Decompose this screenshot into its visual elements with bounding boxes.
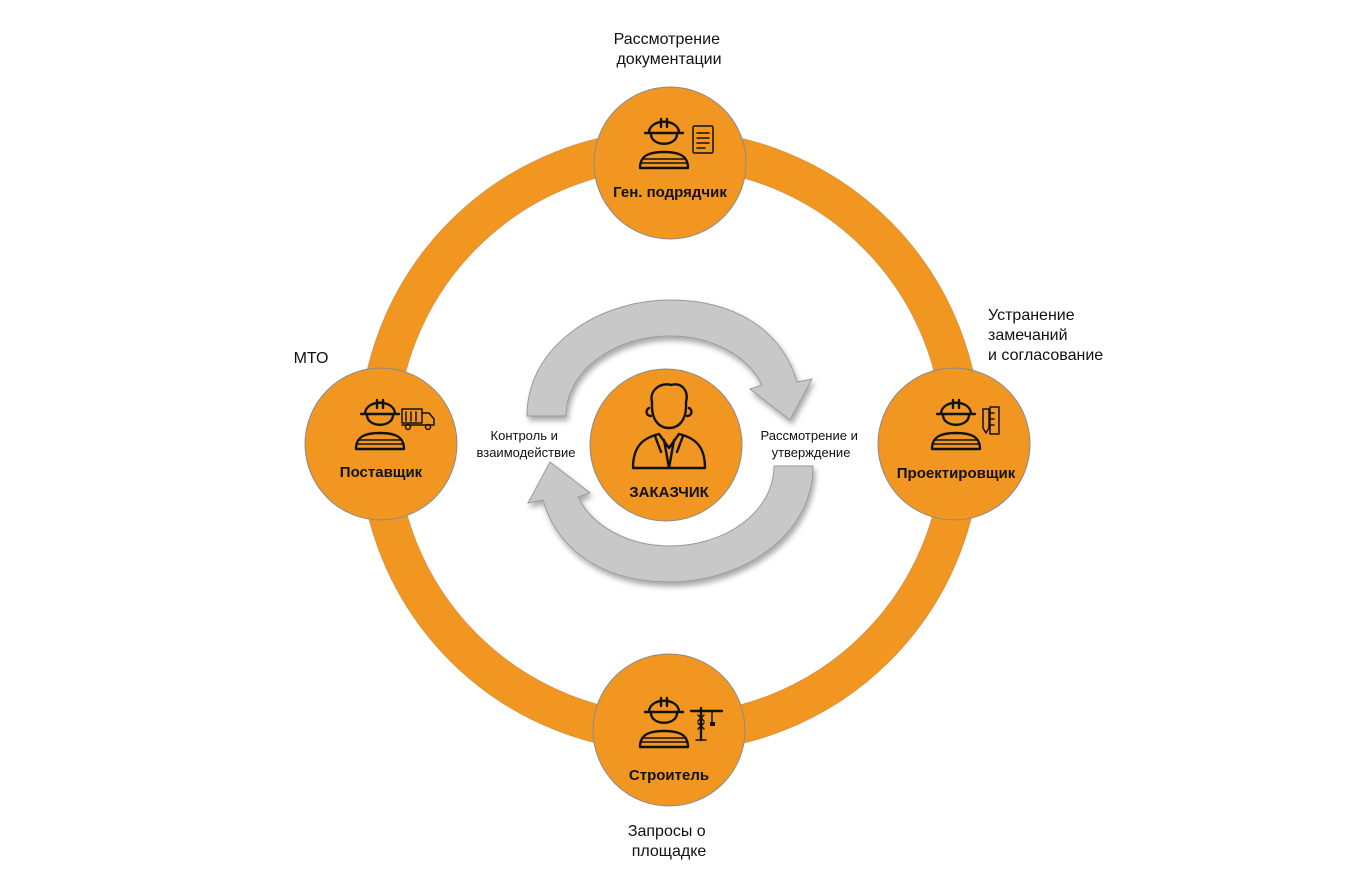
review-caption-line-1: Рассмотрение и xyxy=(761,428,858,443)
general-contractor-label: Ген. подрядчик xyxy=(613,184,727,201)
review-approval-caption: Рассмотрение и утверждение xyxy=(761,428,862,460)
remarks-approval-caption: Устранение замечаний и согласование xyxy=(988,307,1103,364)
builder-label: Строитель xyxy=(629,767,709,784)
review-caption-line-2: утверждение xyxy=(772,445,851,460)
mto-caption: МТО xyxy=(294,350,329,367)
documentation-caption-line-1: Рассмотрение xyxy=(614,31,720,48)
node-builder[interactable]: Строитель xyxy=(592,653,746,807)
node-supplier[interactable]: Поставщик xyxy=(304,367,458,521)
node-general-contractor[interactable]: Ген. подрядчик xyxy=(593,86,747,240)
customer-businessman-icon xyxy=(631,383,707,470)
site-requests-caption-line-1: Запросы о xyxy=(628,823,706,840)
worker-ruler-pencil-icon xyxy=(930,398,1000,451)
center-node-label: ЗАКАЗЧИК xyxy=(629,484,709,501)
cycle-arrow-top xyxy=(526,299,813,421)
node-designer[interactable]: Проектировщик xyxy=(877,367,1031,521)
control-caption-line-1: Контроль и xyxy=(491,428,558,443)
supplier-label: Поставщик xyxy=(340,464,423,481)
control-caption-line-2: взаимодействие xyxy=(476,445,575,460)
documentation-caption-line-2: документации xyxy=(616,51,721,68)
remarks-caption-line-3: и согласование xyxy=(988,347,1103,364)
cycle-arrow-bottom xyxy=(527,461,814,583)
worker-crane-icon xyxy=(638,696,724,749)
center-node[interactable]: ЗАКАЗЧИК xyxy=(589,368,743,522)
designer-label: Проектировщик xyxy=(897,465,1016,482)
site-requests-caption-line-2: площадке xyxy=(632,843,707,860)
remarks-caption-line-1: Устранение xyxy=(988,307,1075,324)
control-interaction-caption: Контроль и взаимодействие xyxy=(476,428,575,460)
site-requests-caption: Запросы о площадке xyxy=(628,823,710,860)
worker-truck-icon xyxy=(354,398,435,451)
worker-document-icon xyxy=(638,117,714,170)
remarks-caption-line-2: замечаний xyxy=(988,327,1068,344)
documentation-review-caption: Рассмотрение документации xyxy=(614,31,725,68)
